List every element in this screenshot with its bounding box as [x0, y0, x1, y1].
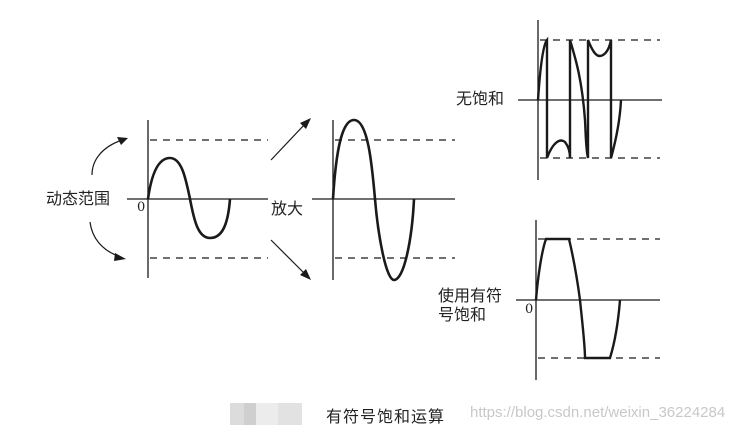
- figure-caption: 有符号饱和运算: [326, 407, 446, 426]
- arrow-up-right-icon: [300, 118, 311, 129]
- amplify-arrows: [270, 118, 311, 280]
- amplified-sine-wave: [331, 118, 416, 282]
- arrow-down-right-icon: [300, 269, 311, 280]
- dynamic-range-label: 动态范围: [46, 189, 111, 208]
- arrowhead-down-icon: [114, 253, 126, 261]
- amplify-label: 放大: [271, 199, 304, 218]
- origin-label-right: 0: [525, 302, 534, 317]
- arrowhead-up-icon: [117, 137, 128, 145]
- arrow-down-curve: [89, 221, 119, 257]
- panel-original-signal: [89, 120, 268, 278]
- watermark-url: https://blog.csdn.net/weixin_36224284: [470, 404, 726, 421]
- signed-saturation-label-line1: 使用有符: [438, 286, 503, 305]
- panel-signed-saturation: [516, 220, 660, 380]
- origin-label-left: 0: [137, 200, 146, 215]
- sine-wave: [146, 156, 232, 240]
- no-saturation-label: 无饱和: [456, 89, 505, 108]
- blurred-figure-number: [230, 403, 302, 425]
- panel-amplified-signal: [312, 118, 455, 282]
- arrow-up-curve: [91, 139, 123, 176]
- wrapped-waveform: [536, 36, 623, 159]
- signed-saturation-label-line2: 号饱和: [438, 305, 487, 324]
- panel-no-saturation: [518, 20, 662, 180]
- clipped-waveform: [534, 237, 622, 360]
